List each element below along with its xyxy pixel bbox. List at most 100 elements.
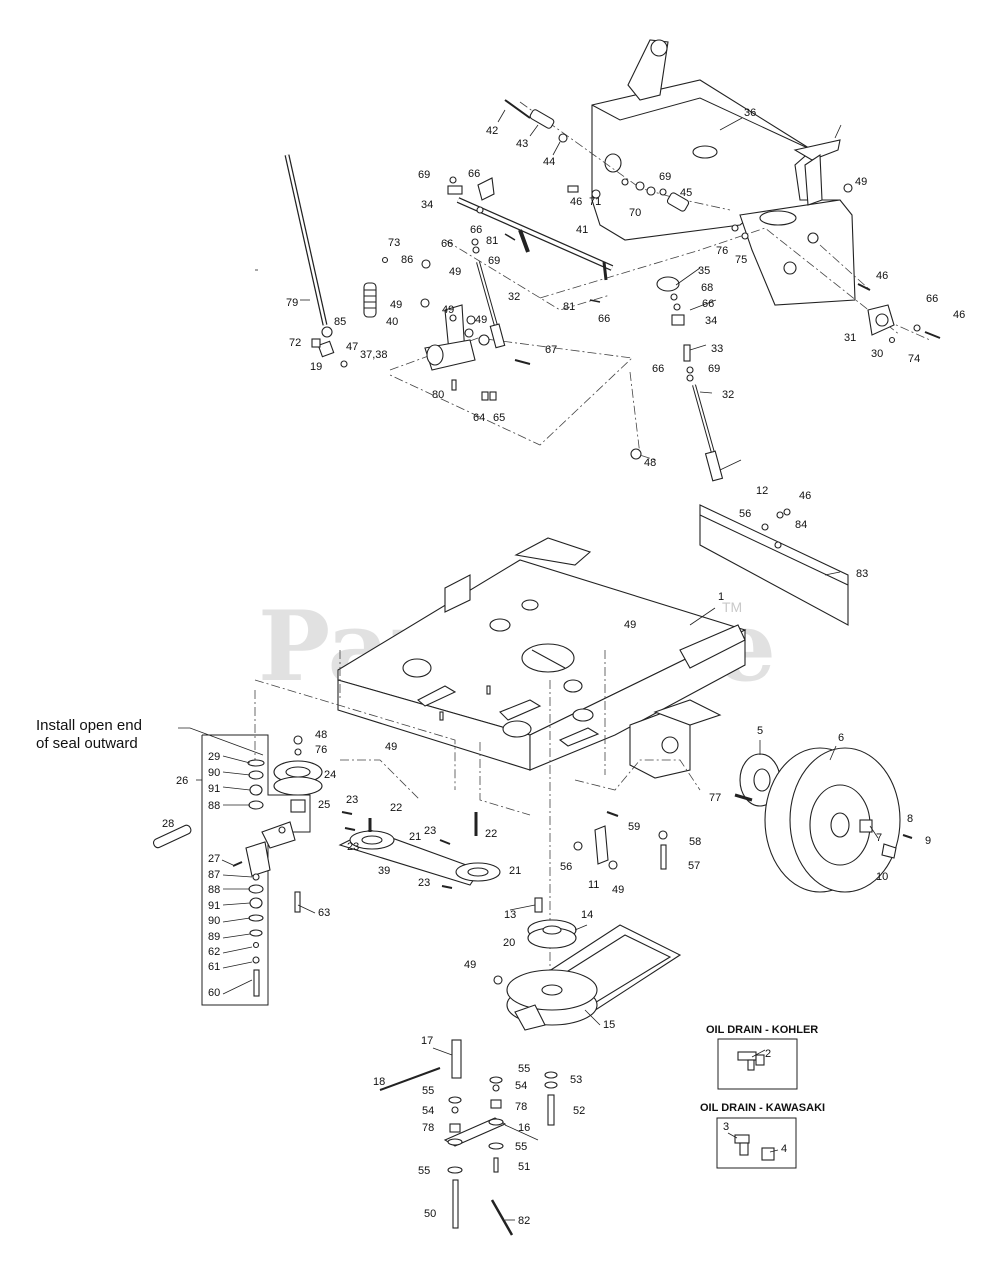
main-frame-deck-1 xyxy=(337,537,747,771)
callout-41: 41 xyxy=(576,224,588,236)
callout-59: 59 xyxy=(628,821,640,833)
callout-21b: 21 xyxy=(509,865,521,877)
seal-note-line1: Install open end xyxy=(36,717,142,734)
callout-65: 65 xyxy=(493,412,505,424)
callout-27: 27 xyxy=(208,853,220,865)
idler-arm-group xyxy=(338,811,501,889)
rear-frame-36 xyxy=(591,39,856,306)
link-rod-32-upper xyxy=(476,261,506,349)
callout-52: 52 xyxy=(573,1105,585,1117)
callout-71: 71 xyxy=(589,196,601,208)
callout-81a: 81 xyxy=(486,235,498,247)
callout-58: 58 xyxy=(689,836,701,848)
callout-15: 15 xyxy=(603,1019,615,1031)
callout-1: 1 xyxy=(718,591,724,603)
callout-87: 87 xyxy=(208,869,220,881)
callout-13: 13 xyxy=(504,909,516,921)
axle-mount xyxy=(629,699,722,779)
assembly-centerlines-lower xyxy=(254,650,701,1010)
callout-88b: 88 xyxy=(208,884,220,896)
idler-pivot-box-26 xyxy=(201,734,311,1006)
seal-install-note: Install open end of seal outward xyxy=(36,717,142,753)
callout-8: 8 xyxy=(907,813,913,825)
callout-54a: 54 xyxy=(515,1080,527,1092)
callout-33: 33 xyxy=(711,343,723,355)
callout-90a: 90 xyxy=(208,767,220,779)
callout-89: 89 xyxy=(208,931,220,943)
spring-assembly-42-43 xyxy=(504,99,690,212)
callout-78a: 78 xyxy=(515,1101,527,1113)
callout-26: 26 xyxy=(176,775,188,787)
callout-49f: 49 xyxy=(624,619,636,631)
callout-61: 61 xyxy=(208,961,220,973)
callout-81b: 81 xyxy=(563,301,575,313)
callout-30: 30 xyxy=(871,348,883,360)
callout-3: 3 xyxy=(723,1121,729,1133)
bearing-31 xyxy=(731,183,941,344)
callout-20: 20 xyxy=(503,937,515,949)
callout-66e: 66 xyxy=(926,293,938,305)
callout-57: 57 xyxy=(688,860,700,872)
callout-leaders xyxy=(178,109,879,1221)
callout-66b: 66 xyxy=(470,224,482,236)
callout-23d: 23 xyxy=(418,877,430,889)
adjust-knob-35 xyxy=(656,276,694,382)
callout-56a: 56 xyxy=(739,508,751,520)
callout-12: 12 xyxy=(756,485,768,497)
callout-79: 79 xyxy=(286,297,298,309)
callout-29: 29 xyxy=(208,751,220,763)
callout-69c: 69 xyxy=(488,255,500,267)
callout-labels: 36 42 43 44 69 66 34 46 71 69 70 45 49 6… xyxy=(162,107,965,1227)
callout-76b: 76 xyxy=(315,744,327,756)
oil-drain-kohler-label: OIL DRAIN - KOHLER xyxy=(706,1024,819,1036)
callout-16: 16 xyxy=(518,1122,530,1134)
callout-2: 2 xyxy=(765,1048,771,1060)
callout-7: 7 xyxy=(876,832,882,844)
lower-bracket-16 xyxy=(379,1039,558,1236)
callout-85: 85 xyxy=(334,316,346,328)
oil-drain-kawasaki-box xyxy=(716,1117,797,1169)
callout-44: 44 xyxy=(543,156,555,168)
callout-11: 11 xyxy=(588,879,599,891)
callout-23a: 23 xyxy=(346,794,358,806)
callout-86: 86 xyxy=(401,254,413,266)
callout-69d: 69 xyxy=(708,363,720,375)
callout-77: 77 xyxy=(709,792,721,804)
callout-51: 51 xyxy=(518,1161,530,1173)
callout-49i: 49 xyxy=(464,959,476,971)
callout-90b: 90 xyxy=(208,915,220,927)
callout-34a: 34 xyxy=(421,199,433,211)
callout-46c: 46 xyxy=(953,309,965,321)
watermark-trademark: TM xyxy=(722,599,742,615)
callout-34b: 34 xyxy=(705,315,717,327)
callout-73: 73 xyxy=(388,237,400,249)
callout-9: 9 xyxy=(925,835,931,847)
callout-4: 4 xyxy=(781,1143,787,1155)
callout-55b: 55 xyxy=(422,1085,434,1097)
callout-6: 6 xyxy=(838,732,844,744)
callout-43: 43 xyxy=(516,138,528,150)
callout-42: 42 xyxy=(486,125,498,137)
callout-62: 62 xyxy=(208,946,220,958)
callout-39: 39 xyxy=(378,865,390,877)
callout-84: 84 xyxy=(795,519,807,531)
callout-49d: 49 xyxy=(442,304,454,316)
callout-66g: 66 xyxy=(652,363,664,375)
drive-pulley-20 xyxy=(527,897,577,949)
callout-72: 72 xyxy=(289,337,301,349)
shield-plate-83 xyxy=(699,504,849,626)
callout-88a: 88 xyxy=(208,800,220,812)
callout-56b: 56 xyxy=(560,861,572,873)
callout-45: 45 xyxy=(680,187,692,199)
callout-55c: 55 xyxy=(515,1141,527,1153)
callout-49b: 49 xyxy=(449,266,461,278)
clutch-pulley-15 xyxy=(493,969,598,1031)
callout-66d: 66 xyxy=(702,298,714,310)
callout-46b: 46 xyxy=(876,270,888,282)
callout-55d: 55 xyxy=(418,1165,430,1177)
oil-drain-kohler-box xyxy=(717,1038,798,1090)
callout-22b: 22 xyxy=(485,828,497,840)
callout-83: 83 xyxy=(856,568,868,580)
callout-23b: 23 xyxy=(424,825,436,837)
